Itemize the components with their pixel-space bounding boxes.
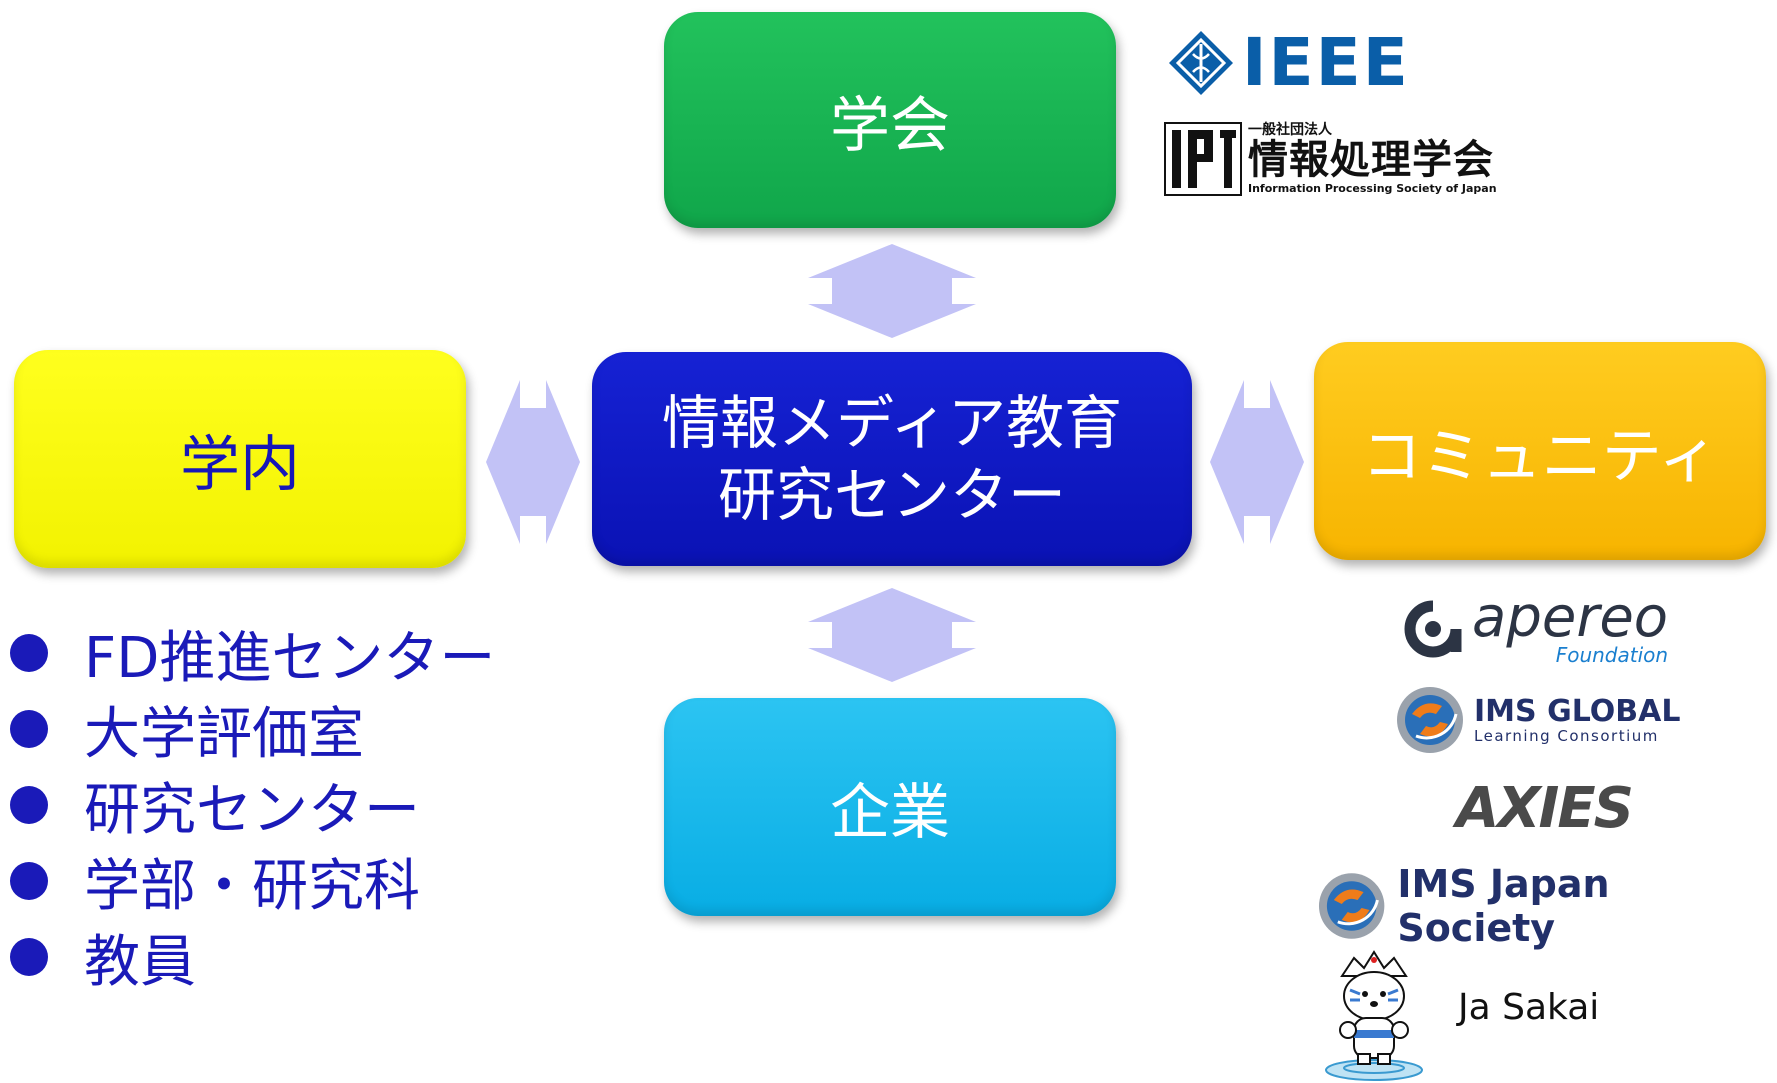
ja-sakai-mascot-icon — [1325, 950, 1423, 1081]
ims-globe-icon — [1397, 687, 1463, 753]
list-item: 学部・研究科 — [10, 843, 495, 919]
list-item: FD推進センター — [10, 615, 495, 691]
ieee-diamond-icon — [1169, 30, 1233, 95]
box-community-label: コミュニティ — [1361, 421, 1719, 492]
ipsj-name: 情報処理学会 — [1248, 137, 1494, 183]
axies-wordmark: AXIES — [1456, 776, 1634, 841]
ims-global-subtitle: Learning Consortium — [1474, 727, 1659, 745]
box-gakkai-label: 学会 — [830, 90, 950, 161]
arrow-horizontal-left-icon — [486, 380, 580, 544]
arrow-vertical-top-icon — [808, 244, 976, 338]
ieee-logo: IEEE — [1168, 24, 1410, 101]
bullet-icon — [10, 634, 48, 672]
ja-sakai-logo: Ja Sakai — [1324, 950, 1599, 1082]
ims-global-wordmark: IMS GLOBAL — [1474, 694, 1681, 729]
arrow-vertical-bottom-icon — [808, 588, 976, 682]
ipsj-english-name: Information Processing Society of Japan — [1248, 182, 1497, 195]
arrow-horizontal-right-icon — [1210, 380, 1304, 544]
ipsj-logo: 一般社団法人 情報処理学会 Information Processing Soc… — [1164, 122, 1497, 196]
ims-japan-wordmark: IMS Japan Society — [1397, 862, 1610, 950]
apereo-wordmark: apereo — [1472, 585, 1669, 650]
axies-logo: AXIES — [1456, 776, 1634, 841]
box-center: 情報メディア教育 研究センター — [592, 352, 1192, 566]
bullet-icon — [10, 710, 48, 748]
box-center-line1: 情報メディア教育 — [662, 389, 1122, 457]
ims-japan-globe-icon — [1318, 873, 1385, 939]
box-gakunai: 学内 — [14, 350, 466, 568]
box-kigyo: 企業 — [664, 698, 1116, 916]
ipsj-small-label: 一般社団法人 — [1248, 122, 1332, 138]
apereo-subtitle: Foundation — [1555, 643, 1669, 667]
bullet-icon — [10, 938, 48, 976]
bullet-icon — [10, 786, 48, 824]
ims-global-logo: IMS GLOBAL Learning Consortium — [1394, 684, 1680, 756]
ims-japan-logo: IMS Japan Society — [1316, 862, 1777, 950]
bullet-icon — [10, 862, 48, 900]
internal-list: FD推進センター 大学評価室 研究センター 学部・研究科 教員 — [10, 615, 495, 995]
box-center-line2: 研究センター — [717, 461, 1066, 529]
ieee-wordmark: IEEE — [1242, 24, 1410, 101]
ipsj-mark-icon — [1164, 122, 1242, 196]
apereo-a-icon — [1404, 600, 1462, 658]
list-item: 大学評価室 — [10, 691, 495, 767]
apereo-logo: apereo Foundation — [1404, 585, 1669, 667]
box-gakkai: 学会 — [664, 12, 1116, 228]
list-item: 教員 — [10, 919, 495, 995]
box-kigyo-label: 企業 — [830, 777, 950, 848]
list-item: 研究センター — [10, 767, 495, 843]
box-community: コミュニティ — [1314, 342, 1766, 560]
ja-sakai-label: Ja Sakai — [1458, 986, 1600, 1028]
box-gakunai-label: 学内 — [180, 429, 300, 500]
